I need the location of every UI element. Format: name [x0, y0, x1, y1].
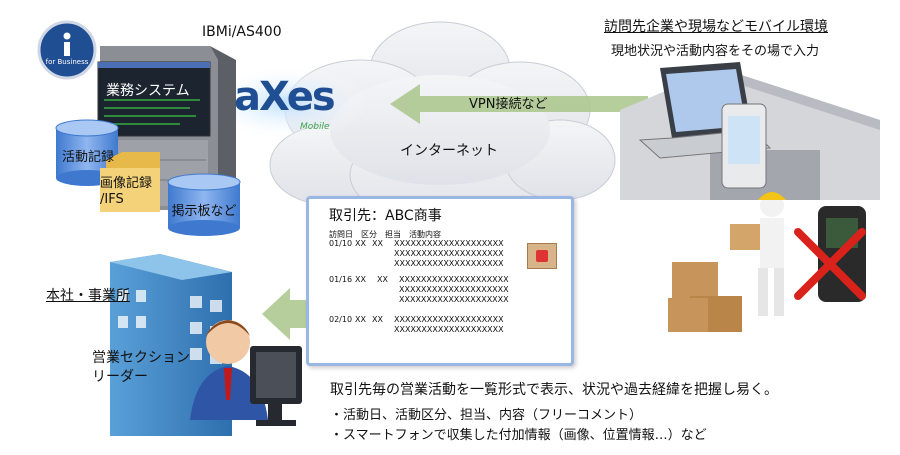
system-label: 業務システム — [106, 83, 190, 99]
ibm-badge-label: for Business — [45, 58, 89, 66]
entry-line: XXXXXXXXXXXXXXXXXXXX — [394, 315, 504, 324]
db-image-label: 画像記録 /IFS — [100, 176, 153, 207]
entry-line: XXXXXXXXXXXXXXXXXXXX — [399, 295, 509, 304]
vpn-arrow — [390, 84, 648, 124]
entry-type: XX — [355, 239, 366, 248]
entry-line: XXXXXXXXXXXXXXXXXXXX — [394, 325, 504, 334]
entry-line: XXXXXXXXXXXXXXXXXXXX — [399, 275, 509, 284]
leader-person — [190, 320, 268, 420]
axes-logo: aXes — [234, 74, 336, 120]
entry-date: 01/10 — [329, 239, 353, 248]
entry-type: XX — [355, 315, 366, 324]
worker-illustration — [668, 192, 866, 332]
mobile-site-illustration — [620, 62, 880, 200]
monitor-illustration — [250, 346, 302, 426]
description-main: 取引先毎の営業活動を一覧形式で表示、状況や過去経緯を把握し易く。 — [330, 382, 778, 398]
db-board — [167, 173, 241, 236]
entry-type: XX — [355, 275, 366, 284]
entry-date: 01/16 — [329, 275, 353, 284]
mobile-title: 訪問先企業や現場などモバイル環境 — [604, 19, 828, 35]
entry-rep: XX — [377, 275, 388, 284]
db-image-folder — [100, 152, 160, 212]
db-activity-label: 活動記録 — [61, 150, 114, 165]
entry-line: XXXXXXXXXXXXXXXXXXXX — [394, 249, 504, 258]
server-title: IBMi/AS400 — [202, 24, 282, 40]
entry-rep: XX — [372, 239, 383, 248]
axes-logo-sub: Mobile — [300, 122, 330, 132]
internet-label: インターネット — [400, 143, 498, 159]
entry-rep: XX — [372, 315, 383, 324]
office-label: 本社・事業所 — [46, 288, 130, 304]
card-columns: 訪問日 区分 担当 活動内容 — [329, 230, 441, 239]
vpn-label: VPN接続など — [469, 97, 548, 112]
db-board-label: 掲示板など — [171, 204, 237, 219]
description-bullet: ・活動日、活動区分、担当、内容（フリーコメント） — [330, 408, 643, 423]
description-bullet: ・スマートフォンで収集した付加情報（画像、位置情報…）など — [330, 428, 707, 443]
cross-icon — [794, 228, 866, 300]
entry-line: XXXXXXXXXXXXXXXXXXXX — [394, 259, 504, 268]
mobile-subtitle: 現地状況や活動内容をその場で入力 — [611, 44, 820, 59]
entry-line: XXXXXXXXXXXXXXXXXXXX — [399, 285, 509, 294]
entry-line: XXXXXXXXXXXXXXXXXXXX — [394, 239, 504, 248]
photo-thumbnail-icon — [527, 243, 557, 269]
entry-date: 02/10 — [329, 315, 353, 324]
card-header: 取引先：ABC商事 — [329, 208, 442, 224]
role-label: 営業セクション リーダー — [92, 350, 190, 385]
